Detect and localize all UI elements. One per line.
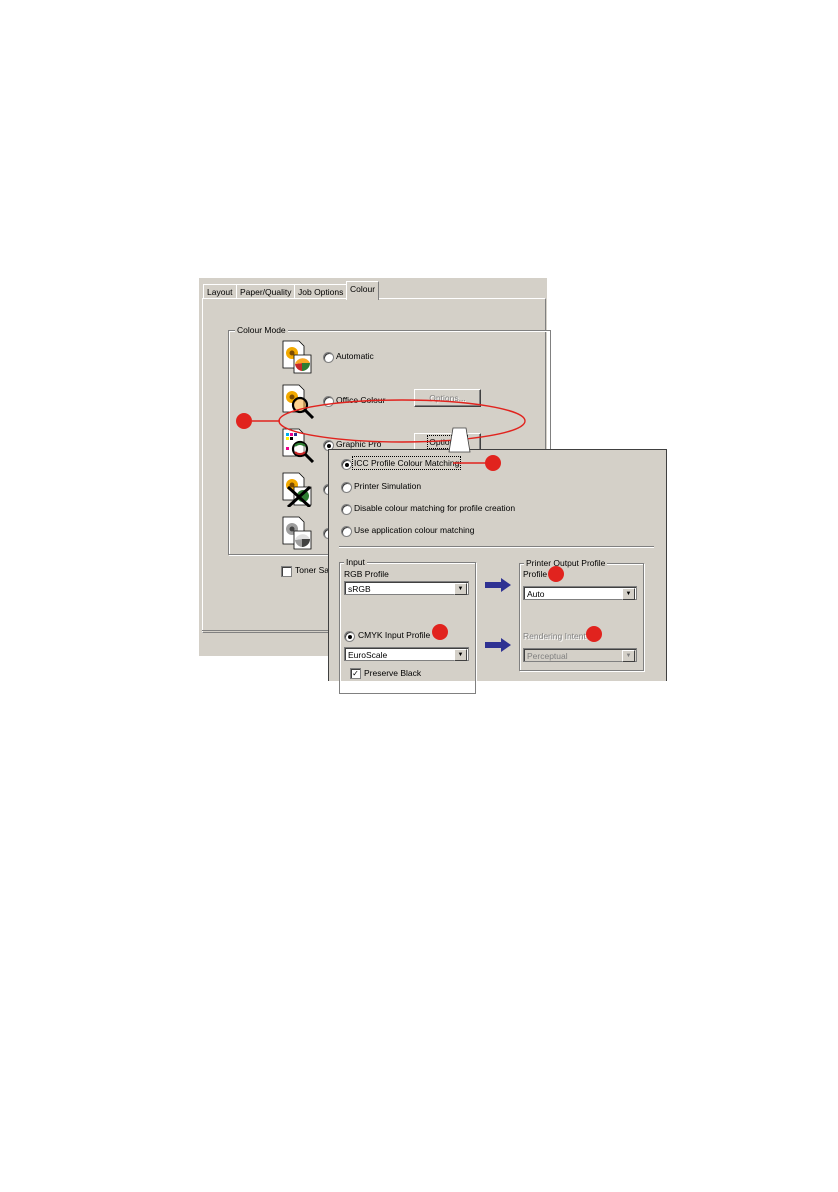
output-profile-select[interactable]: Auto ▼	[523, 586, 637, 600]
office-colour-options-button[interactable]: Options...	[414, 389, 481, 407]
disable-colour-matching-radio[interactable]	[341, 504, 352, 515]
tab-paper-quality[interactable]: Paper/Quality	[236, 284, 296, 299]
colour-mode-title: Colour Mode	[235, 325, 288, 335]
cmyk-input-radio[interactable]	[344, 631, 355, 642]
rgb-profile-label: RGB Profile	[344, 569, 389, 579]
automatic-label: Automatic	[336, 351, 374, 361]
office-colour-icon	[282, 384, 315, 419]
automatic-radio[interactable]	[323, 352, 334, 363]
cmyk-input-value: EuroScale	[348, 650, 388, 660]
options-separator	[339, 546, 654, 547]
rgb-profile-value: sRGB	[348, 584, 371, 594]
toner-saving-checkbox[interactable]	[281, 566, 292, 577]
cmyk-input-select[interactable]: EuroScale ▼	[344, 647, 469, 661]
monochrome-icon	[282, 516, 312, 550]
printer-output-profile-group: Printer Output Profile Profile Auto ▼ Re…	[519, 558, 644, 671]
callout-marker	[485, 455, 501, 471]
output-profile-label: Profile	[523, 569, 548, 579]
output-profile-value: Auto	[527, 589, 545, 599]
chevron-down-icon[interactable]: ▼	[622, 588, 635, 600]
callout-marker	[586, 626, 602, 642]
application-colour-matching-label: Use application colour matching	[354, 525, 475, 535]
office-colour-label: Office Colour	[336, 395, 386, 405]
graphic-pro-options-dialog: ICC Profile Colour Matching Printer Simu…	[328, 449, 667, 694]
callout-marker	[236, 413, 252, 429]
input-group: Input RGB Profile sRGB ▼ CMYK Input Prof…	[339, 557, 476, 694]
icc-profile-radio[interactable]	[341, 459, 352, 470]
graphic-pro-options-label: Options...	[427, 435, 468, 449]
no-colour-matching-icon	[282, 472, 312, 507]
chevron-down-icon[interactable]: ▼	[622, 650, 635, 662]
tab-colour[interactable]: Colour	[346, 281, 380, 300]
callout-marker	[432, 624, 448, 640]
callout-marker	[548, 566, 564, 582]
tab-job-options[interactable]: Job Options	[294, 284, 348, 299]
chevron-down-icon[interactable]: ▼	[454, 649, 467, 661]
arrow-right-icon	[485, 578, 511, 592]
preserve-black-checkbox[interactable]: ✓	[350, 668, 361, 679]
rgb-profile-select[interactable]: sRGB ▼	[344, 581, 469, 595]
printer-output-profile-title: Printer Output Profile	[524, 558, 608, 568]
graphic-pro-label: Graphic Pro	[336, 439, 382, 449]
toner-saving-label: Toner Sav	[295, 565, 334, 575]
application-colour-matching-radio[interactable]	[341, 526, 352, 537]
printer-simulation-label: Printer Simulation	[354, 481, 422, 491]
icc-profile-label: ICC Profile Colour Matching	[351, 456, 462, 470]
office-colour-radio[interactable]	[323, 396, 334, 407]
automatic-colour-icon	[282, 340, 312, 374]
preserve-black-label: Preserve Black	[364, 668, 422, 678]
disable-colour-matching-label: Disable colour matching for profile crea…	[354, 503, 516, 513]
cmyk-input-label: CMYK Input Profile	[358, 630, 431, 640]
tab-layout[interactable]: Layout	[203, 284, 237, 299]
chevron-down-icon[interactable]: ▼	[454, 583, 467, 595]
arrow-right-icon	[485, 638, 511, 652]
input-group-title: Input	[344, 557, 367, 567]
printer-simulation-radio[interactable]	[341, 482, 352, 493]
rendering-intent-label: Rendering Intent	[523, 631, 586, 641]
rendering-intent-value: Perceptual	[527, 651, 568, 661]
graphic-pro-icon	[282, 428, 315, 463]
rendering-intent-select[interactable]: Perceptual ▼	[523, 648, 637, 662]
